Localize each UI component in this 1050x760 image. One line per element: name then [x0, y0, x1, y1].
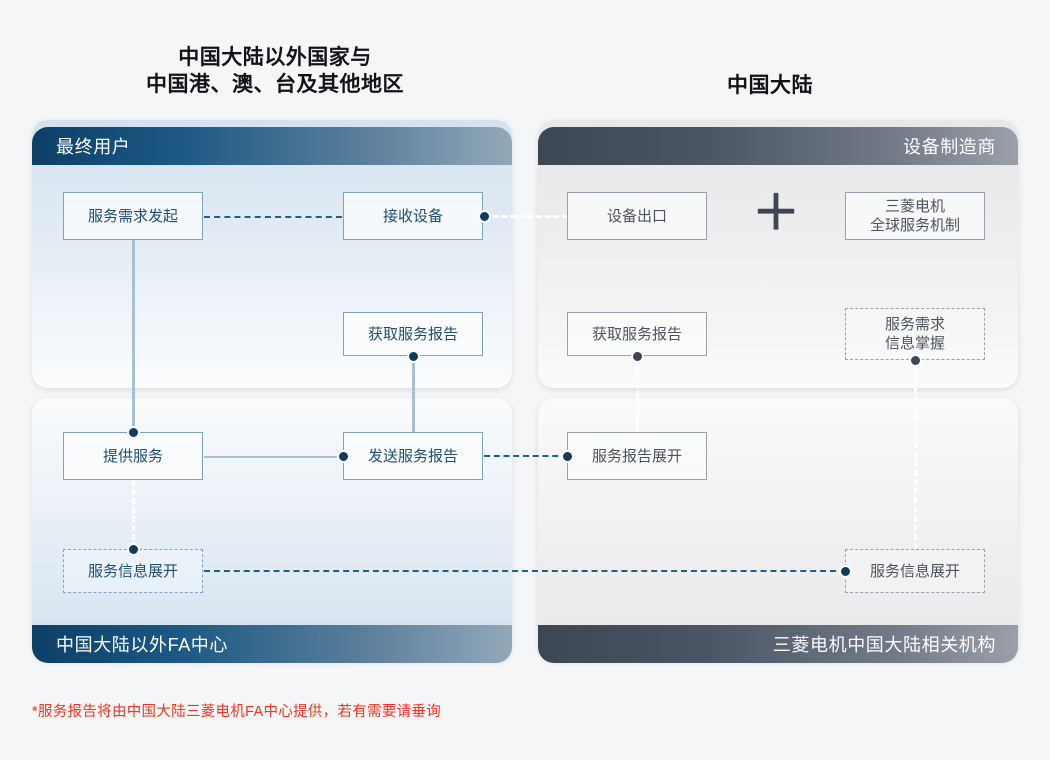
panel-title-fa-center-overseas: 中国大陆以外FA中心 — [32, 625, 512, 663]
node-service-request[interactable]: 服务需求发起 — [63, 192, 203, 240]
node-service-info-open-left[interactable]: 服务信息展开 — [63, 549, 203, 593]
panel-title-equipment-manufacturer-label: 设备制造商 — [903, 137, 996, 157]
connector-dot-receive-equipment — [478, 210, 491, 223]
node-report-open-label: 服务报告展开 — [591, 447, 682, 465]
connector-grasp-to-infoopen-right — [914, 360, 917, 549]
connector-dot-provide-service-top — [127, 426, 140, 439]
node-report-open[interactable]: 服务报告展开 — [567, 432, 707, 480]
connector-send-to-reportopen — [484, 455, 568, 457]
connector-request-to-provide — [132, 240, 135, 432]
node-service-info-open-right-label: 服务信息展开 — [869, 562, 960, 580]
node-service-info-open-left-label: 服务信息展开 — [87, 562, 178, 580]
connector-getreport-right-to-reportopen — [636, 356, 639, 432]
node-service-request-label: 服务需求发起 — [87, 207, 178, 225]
node-get-service-report-right-label: 获取服务报告 — [591, 325, 682, 343]
connector-dot-send-service-report-left — [337, 450, 350, 463]
node-equipment-export[interactable]: 设备出口 — [567, 192, 707, 240]
node-receive-equipment[interactable]: 接收设备 — [343, 192, 483, 240]
node-demand-info-grasp-label: 服务需求 信息掌握 — [884, 316, 945, 352]
panel-title-mitsubishi-mainland-org: 三菱电机中国大陆相关机构 — [538, 625, 1018, 663]
connector-request-to-receive — [204, 216, 342, 218]
node-get-service-report-left-label: 获取服务报告 — [367, 325, 458, 343]
node-provide-service[interactable]: 提供服务 — [63, 432, 203, 480]
node-global-service-mechanism[interactable]: 三菱电机 全球服务机制 — [845, 192, 985, 240]
connector-getreport-to-sendreport — [412, 356, 415, 432]
connector-provide-to-send — [204, 456, 343, 458]
footnote-text: *服务报告将由中国大陆三菱电机FA中心提供，若有需要请垂询 — [32, 704, 442, 720]
node-get-service-report-right[interactable]: 获取服务报告 — [567, 312, 707, 356]
node-equipment-export-label: 设备出口 — [606, 207, 667, 225]
column-heading-mainland: 中国大陆 — [727, 74, 813, 97]
column-heading-overseas: 中国大陆以外国家与 中国港、澳、台及其他地区 — [146, 46, 404, 96]
node-send-service-report-label: 发送服务报告 — [367, 447, 458, 465]
panel-title-fa-center-overseas-label: 中国大陆以外FA中心 — [56, 635, 229, 655]
connector-dot-report-open-left — [561, 450, 574, 463]
node-provide-service-label: 提供服务 — [102, 447, 163, 465]
connector-receive-to-export — [484, 215, 568, 218]
connector-provide-to-infoopen — [132, 480, 135, 549]
node-receive-equipment-label: 接收设备 — [382, 207, 443, 225]
node-service-info-open-right[interactable]: 服务信息展开 — [845, 549, 985, 593]
connector-dot-demand-info-grasp — [909, 354, 922, 367]
plus-icon: ＋ — [752, 187, 801, 240]
connector-dot-get-service-report-left — [407, 350, 420, 363]
panel-title-equipment-manufacturer: 设备制造商 — [538, 127, 1018, 165]
connector-infoopen-left-to-right — [204, 570, 846, 572]
node-global-service-mechanism-label: 三菱电机 全球服务机制 — [869, 198, 960, 234]
node-demand-info-grasp[interactable]: 服务需求 信息掌握 — [845, 308, 985, 360]
node-get-service-report-left[interactable]: 获取服务报告 — [343, 312, 483, 356]
panel-title-end-user: 最终用户 — [32, 127, 512, 165]
connector-dot-get-service-report-right — [631, 350, 644, 363]
connector-dot-service-info-open-left-top — [127, 543, 140, 556]
node-send-service-report[interactable]: 发送服务报告 — [343, 432, 483, 480]
panel-title-end-user-label: 最终用户 — [56, 137, 131, 157]
panel-title-mitsubishi-mainland-org-label: 三菱电机中国大陆相关机构 — [772, 635, 996, 655]
connector-dot-service-info-open-right-left — [839, 565, 852, 578]
